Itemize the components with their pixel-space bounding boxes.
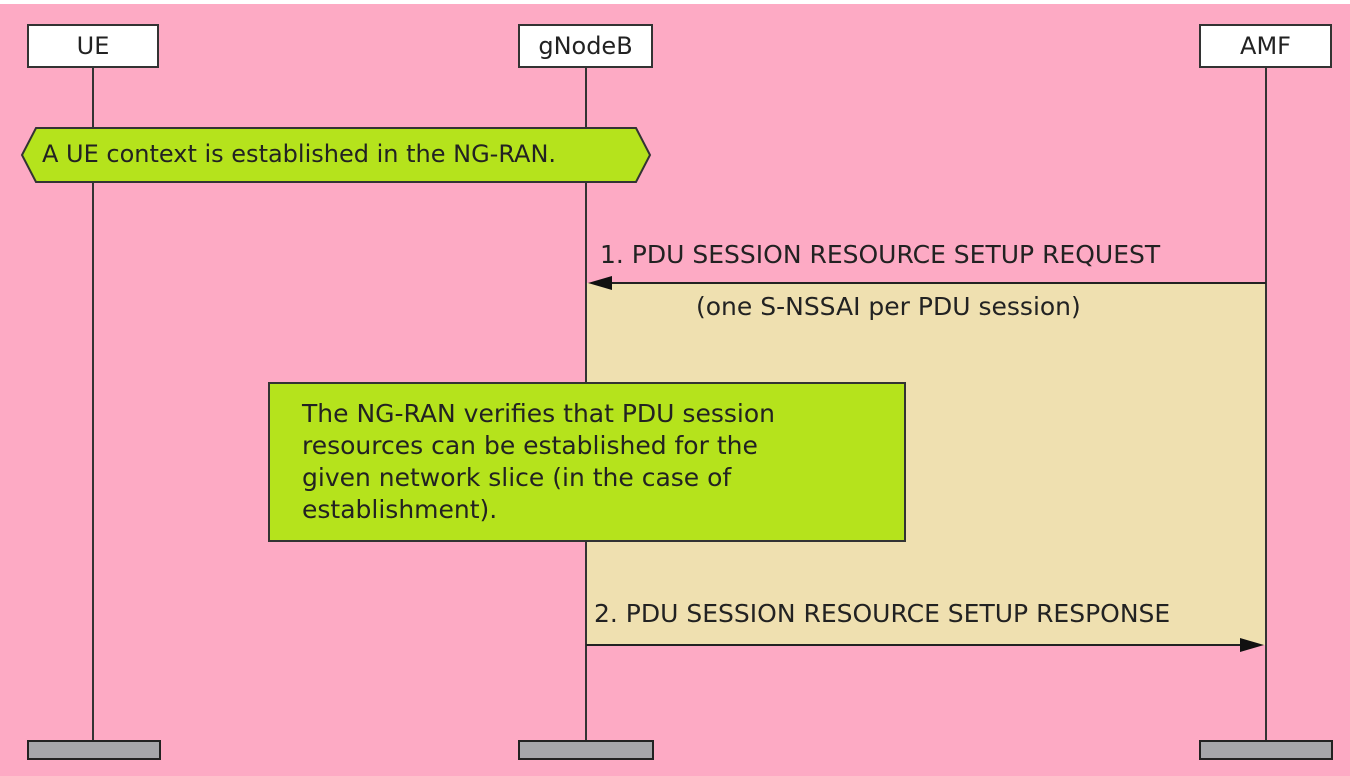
arrow-2-head (1240, 638, 1264, 652)
participant-gnodeb: gNodeB (518, 24, 653, 68)
arrows (20, 127, 1266, 652)
verify-note-line: The NG-RAN verifies that PDU session (302, 399, 775, 428)
message-1-sublabel: (one S-NSSAI per PDU session) (696, 292, 1081, 321)
lifeline-end-gnodeb (518, 740, 654, 760)
message-1-label: 1. PDU SESSION RESOURCE SETUP REQUEST (600, 240, 1161, 269)
participant-ue: UE (27, 24, 159, 68)
verify-note-line: establishment). (302, 495, 498, 524)
sequence-diagram: UE gNodeB AMF A UE context is establishe… (0, 4, 1350, 776)
context-note-shape (20, 127, 652, 183)
message-2-label: 2. PDU SESSION RESOURCE SETUP RESPONSE (594, 599, 1171, 628)
lifeline-end-ue (27, 740, 161, 760)
context-note-text: A UE context is established in the NG-RA… (42, 140, 557, 168)
verify-note-line: given network slice (in the case of (302, 463, 732, 492)
verify-note-line: resources can be established for the (302, 431, 758, 460)
lifeline-amf (1265, 68, 1267, 740)
participant-amf: AMF (1199, 24, 1332, 68)
lifeline-end-amf (1199, 740, 1333, 760)
verify-note: The NG-RAN verifies that PDU session res… (268, 382, 906, 542)
lifeline-ue (92, 68, 94, 740)
arrow-1-head (588, 276, 612, 290)
